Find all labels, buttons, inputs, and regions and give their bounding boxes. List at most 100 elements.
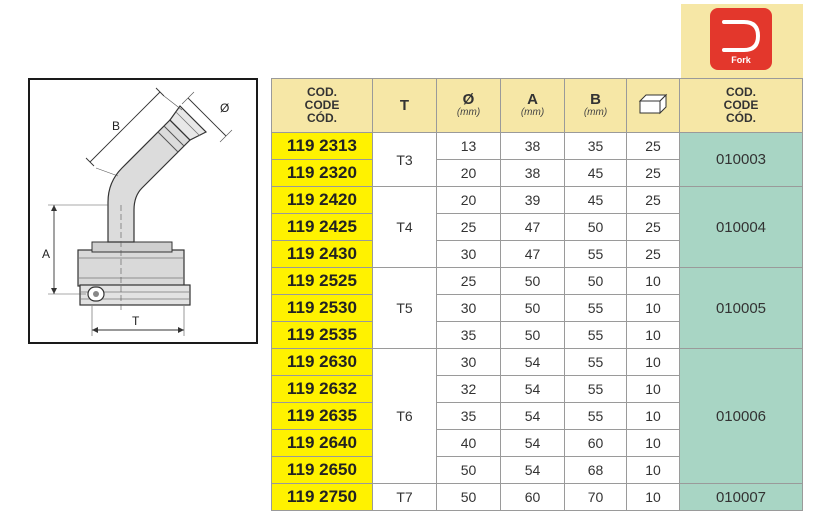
product-code: 119 2630	[271, 348, 373, 376]
package-qty: 10	[626, 294, 680, 322]
b-value: 55	[564, 348, 627, 376]
dim-t-label: T	[132, 314, 140, 328]
product-code: 119 2430	[271, 240, 373, 268]
a-value: 60	[500, 483, 565, 511]
technical-drawing: B Ø A T	[28, 78, 258, 344]
a-value: 38	[500, 159, 565, 187]
product-code: 119 2320	[271, 159, 373, 187]
a-value: 54	[500, 402, 565, 430]
box-icon	[638, 93, 668, 115]
fork-code: 010004	[679, 186, 803, 268]
header-code: COD. CODE CÓD.	[271, 78, 373, 133]
product-code: 119 2420	[271, 186, 373, 214]
header-package	[626, 78, 680, 133]
dim-diameter-label: Ø	[220, 101, 229, 115]
product-code: 119 2640	[271, 429, 373, 457]
diameter-value: 30	[436, 294, 501, 322]
b-value: 60	[564, 429, 627, 457]
header-t: T	[372, 78, 437, 133]
package-qty: 25	[626, 132, 680, 160]
diameter-value: 50	[436, 456, 501, 484]
product-code: 119 2313	[271, 132, 373, 160]
coupling-nut	[77, 249, 185, 287]
package-qty: 10	[626, 402, 680, 430]
package-qty: 25	[626, 186, 680, 214]
fork-logo: Fork	[710, 8, 772, 70]
product-code: 119 2530	[271, 294, 373, 322]
fork-logo-label: Fork	[731, 55, 751, 65]
b-value: 55	[564, 294, 627, 322]
fork-code: 010007	[679, 483, 803, 511]
elbow-tube	[107, 119, 191, 243]
diameter-value: 20	[436, 159, 501, 187]
a-value: 47	[500, 213, 565, 241]
diameter-value: 30	[436, 240, 501, 268]
fork-logo-icon	[722, 20, 761, 52]
size-t: T6	[372, 348, 437, 484]
coupling-base	[79, 284, 191, 306]
b-value: 45	[564, 159, 627, 187]
package-qty: 10	[626, 375, 680, 403]
package-qty: 10	[626, 321, 680, 349]
b-value: 55	[564, 240, 627, 268]
product-code: 119 2650	[271, 456, 373, 484]
diameter-value: 25	[436, 267, 501, 295]
b-value: 68	[564, 456, 627, 484]
dim-a-label: A	[42, 247, 50, 261]
size-t: T7	[372, 483, 437, 511]
package-qty: 10	[626, 456, 680, 484]
fork-header-top: Fork	[681, 4, 803, 78]
package-qty: 25	[626, 159, 680, 187]
product-code: 119 2632	[271, 375, 373, 403]
b-value: 55	[564, 402, 627, 430]
package-qty: 10	[626, 429, 680, 457]
size-t: T5	[372, 267, 437, 349]
spec-table: COD. CODE CÓD. T Ø (mm) A (mm) B (mm)	[271, 78, 803, 511]
product-code: 119 2535	[271, 321, 373, 349]
fork-code: 010006	[679, 348, 803, 484]
a-value: 50	[500, 321, 565, 349]
a-value: 50	[500, 294, 565, 322]
header-diameter: Ø (mm)	[436, 78, 501, 133]
a-value: 54	[500, 429, 565, 457]
diameter-value: 35	[436, 402, 501, 430]
a-value: 54	[500, 456, 565, 484]
product-code: 119 2750	[271, 483, 373, 511]
a-value: 50	[500, 267, 565, 295]
elbow-fitting-drawing: B Ø A T	[42, 87, 233, 336]
product-code: 119 2635	[271, 402, 373, 430]
package-qty: 10	[626, 483, 680, 511]
package-qty: 25	[626, 240, 680, 268]
fork-code: 010003	[679, 132, 803, 187]
size-t: T4	[372, 186, 437, 268]
diameter-value: 25	[436, 213, 501, 241]
a-value: 54	[500, 375, 565, 403]
diameter-value: 50	[436, 483, 501, 511]
dim-b-label: B	[112, 119, 120, 133]
b-value: 50	[564, 267, 627, 295]
product-code: 119 2525	[271, 267, 373, 295]
product-code: 119 2425	[271, 213, 373, 241]
b-value: 50	[564, 213, 627, 241]
b-value: 35	[564, 132, 627, 160]
b-value: 55	[564, 375, 627, 403]
b-value: 55	[564, 321, 627, 349]
diameter-value: 32	[436, 375, 501, 403]
b-value: 45	[564, 186, 627, 214]
diameter-value: 20	[436, 186, 501, 214]
header-b: B (mm)	[564, 78, 627, 133]
b-value: 70	[564, 483, 627, 511]
diameter-value: 13	[436, 132, 501, 160]
